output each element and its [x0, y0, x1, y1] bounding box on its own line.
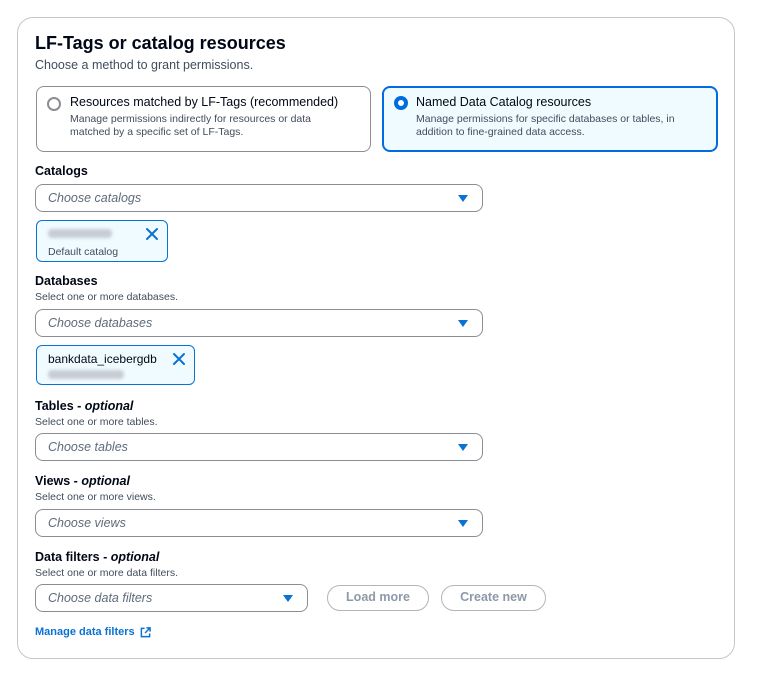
databases-select[interactable]: Choose databases [35, 309, 483, 337]
redacted-catalog-id [48, 229, 112, 238]
data-filters-select[interactable]: Choose data filters [35, 584, 308, 612]
database-token-name: bankdata_icebergdb [48, 352, 157, 366]
views-placeholder: Choose views [48, 516, 126, 530]
catalog-token-subtitle: Default catalog [48, 246, 119, 258]
tables-label-text: Tables - [35, 399, 85, 413]
method-title-named-resources: Named Data Catalog resources [416, 95, 592, 109]
external-link-icon [140, 627, 151, 638]
views-label: Views - optional [35, 474, 130, 488]
manage-data-filters-link[interactable]: Manage data filters [35, 626, 135, 638]
caret-down-icon [458, 444, 468, 451]
redacted-catalog-id [48, 370, 124, 379]
remove-token-icon[interactable] [145, 227, 159, 241]
data-filters-optional: optional [110, 550, 160, 564]
databases-placeholder: Choose databases [48, 316, 153, 330]
database-token: bankdata_icebergdb [36, 345, 195, 385]
tables-optional: optional [84, 399, 134, 413]
databases-description: Select one or more databases. [35, 291, 179, 303]
section-subtitle: Choose a method to grant permissions. [35, 58, 254, 72]
caret-down-icon [283, 595, 293, 602]
method-tile-lf-tags[interactable]: Resources matched by LF-Tags (recommende… [36, 86, 371, 152]
create-new-button[interactable]: Create new [441, 585, 546, 611]
method-desc-lf-tags: Manage permissions indirectly for resour… [70, 113, 312, 138]
caret-down-icon [458, 195, 468, 202]
tables-select[interactable]: Choose tables [35, 433, 483, 461]
catalog-token: Default catalog [36, 220, 168, 262]
radio-named-resources[interactable] [394, 96, 408, 110]
data-filters-label: Data filters - optional [35, 550, 159, 564]
tables-placeholder: Choose tables [48, 440, 128, 454]
views-select[interactable]: Choose views [35, 509, 483, 537]
catalogs-label: Catalogs [35, 164, 88, 178]
views-optional: optional [81, 474, 130, 488]
load-more-button[interactable]: Load more [327, 585, 429, 611]
data-filters-placeholder: Choose data filters [48, 591, 153, 605]
data-filters-label-text: Data filters - [35, 550, 111, 564]
views-label-text: Views - [35, 474, 82, 488]
tables-label: Tables - optional [35, 399, 133, 413]
tables-description: Select one or more tables. [35, 416, 158, 428]
caret-down-icon [458, 520, 468, 527]
section-title: LF-Tags or catalog resources [35, 33, 286, 53]
remove-token-icon[interactable] [172, 352, 186, 366]
radio-lf-tags[interactable] [47, 97, 61, 111]
method-desc-named-resources: Manage permissions for specific database… [416, 113, 675, 138]
method-tile-named-resources[interactable]: Named Data Catalog resources Manage perm… [382, 86, 718, 152]
data-filters-description: Select one or more data filters. [35, 567, 178, 579]
catalogs-placeholder: Choose catalogs [48, 191, 142, 205]
catalogs-select[interactable]: Choose catalogs [35, 184, 483, 212]
caret-down-icon [458, 320, 468, 327]
databases-label: Databases [35, 274, 98, 288]
method-title-lf-tags: Resources matched by LF-Tags (recommende… [70, 95, 339, 109]
views-description: Select one or more views. [35, 491, 156, 503]
